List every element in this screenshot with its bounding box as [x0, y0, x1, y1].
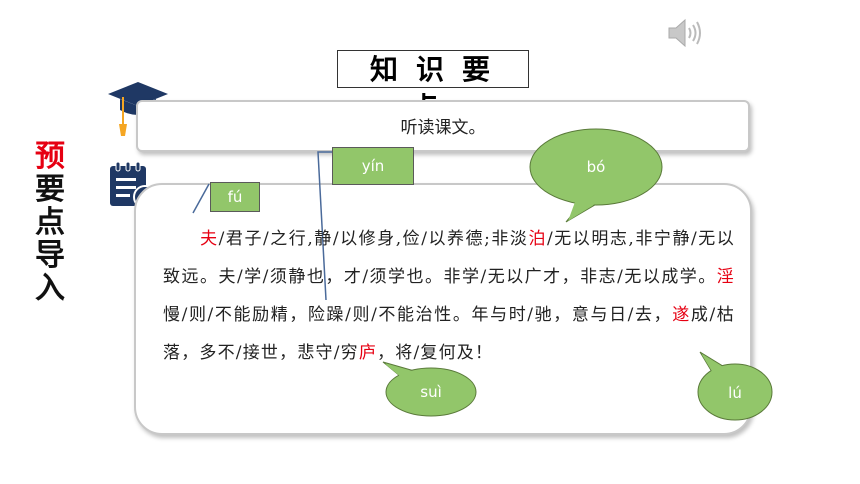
passage-segment: 夫 — [200, 229, 219, 249]
pinyin-note-text: fú — [227, 188, 243, 206]
listen-instruction: 听读课文。 — [136, 100, 750, 152]
side-title-char: 入 — [35, 271, 65, 306]
pinyin-note-text: lú — [728, 384, 742, 402]
side-title: 预 要 点 导 入 — [30, 140, 70, 305]
passage-segment: 成/枯落，多不/接世，悲守/穷 — [163, 305, 735, 363]
pinyin-bubble-lu: lú — [697, 351, 773, 421]
passage-segment: /君子/之行,静/以修身,俭/以养德;非淡 — [218, 229, 529, 249]
pinyin-bubble-sui: suì — [382, 361, 477, 417]
passage-segment: /无以明志,非宁静/无以致远。夫/学/须静也，才/须学也。非学/无以广才，非志/… — [163, 229, 736, 287]
pinyin-note-text: yín — [361, 157, 385, 175]
pinyin-bubble-bo: bó — [529, 128, 663, 223]
passage-segment: 慢/则/不能励精，险躁/则/不能治性。年与时/驰，意与日/去， — [163, 305, 673, 325]
pinyin-note-text: bó — [587, 158, 606, 176]
pinyin-note-text: suì — [420, 383, 442, 401]
pinyin-note-fu: fú — [210, 182, 260, 212]
passage-segment: ，将/复何及！ — [377, 343, 494, 363]
passage-segment: 遂 — [672, 305, 691, 325]
side-title-char: 导 — [35, 238, 65, 273]
passage-segment: 淫 — [716, 267, 735, 287]
passage-segment: 泊 — [528, 229, 547, 249]
side-title-char: 预 — [35, 139, 65, 174]
pinyin-note-yin: yín — [332, 147, 414, 185]
side-title-char: 要 — [35, 172, 65, 207]
side-title-char: 点 — [35, 205, 65, 240]
passage-segment: 庐 — [358, 343, 378, 363]
passage-text: 夫/君子/之行,静/以修身,俭/以养德;非淡泊/无以明志,非宁静/无以致远。夫/… — [163, 220, 735, 372]
speaker-icon[interactable] — [666, 16, 702, 50]
